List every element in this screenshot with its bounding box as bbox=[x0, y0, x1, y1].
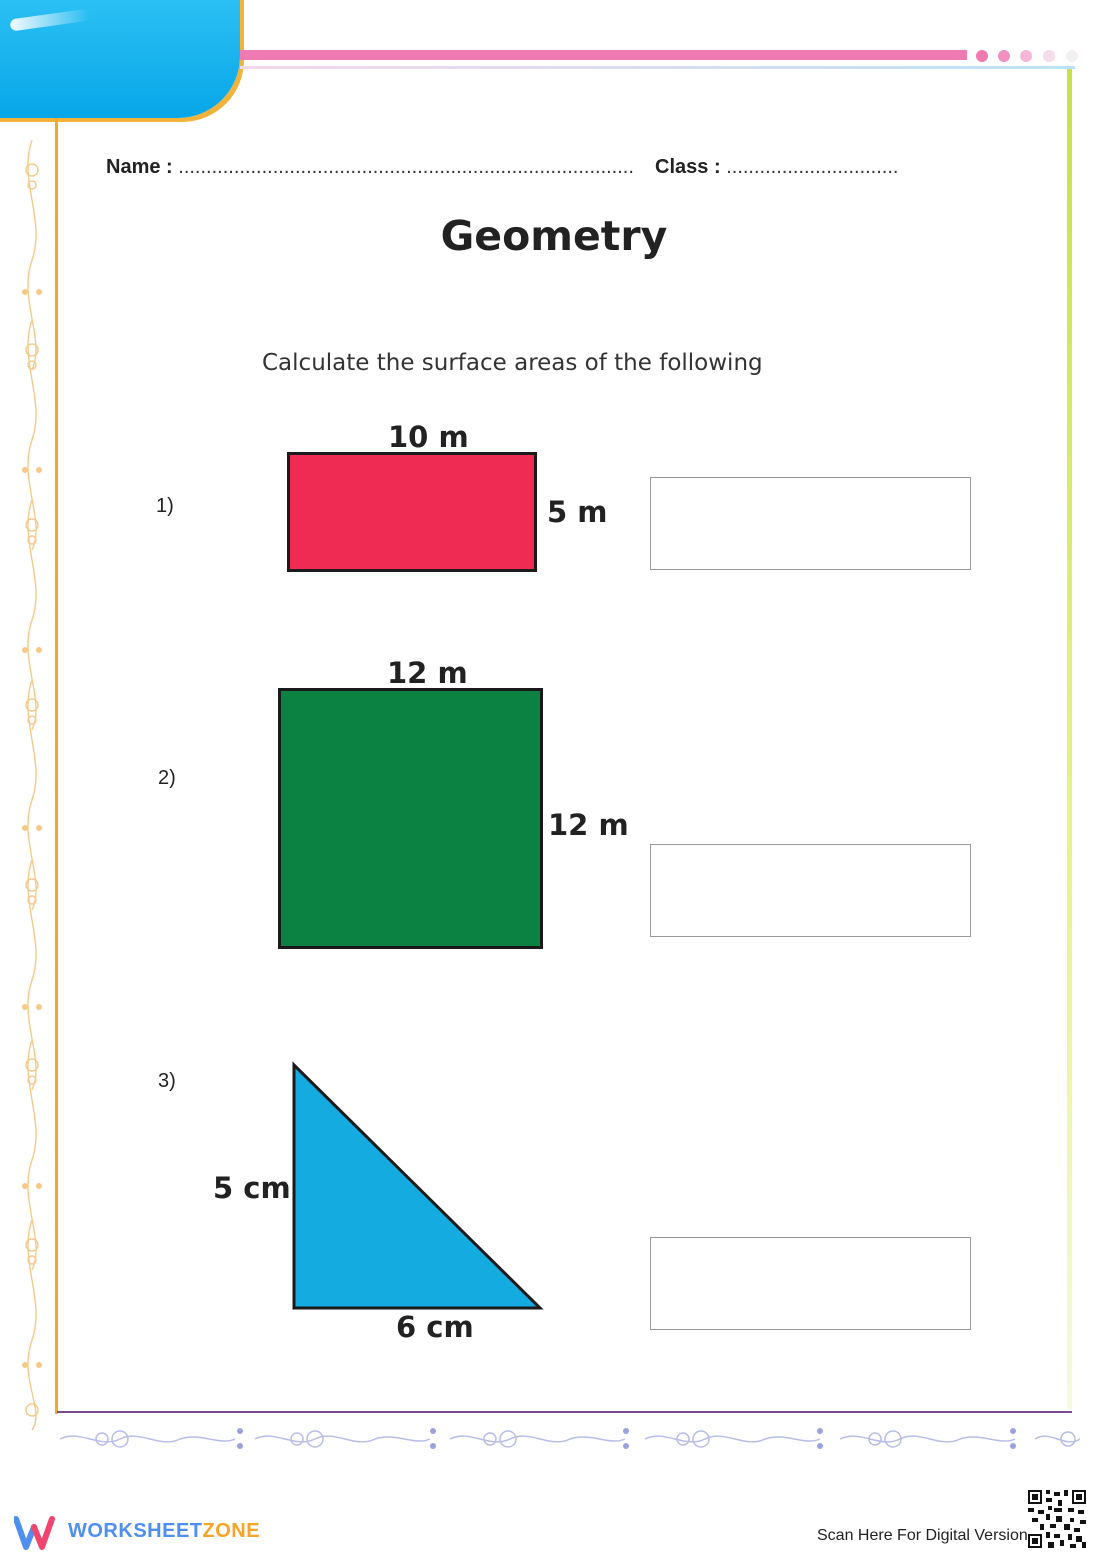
logo-text-part1: WORKSHEET bbox=[68, 1520, 203, 1542]
name-class-line: Name : .................................… bbox=[106, 156, 1011, 186]
page-title: Geometry bbox=[440, 212, 668, 260]
rectangle-shape bbox=[287, 452, 537, 572]
question-number: 2) bbox=[158, 767, 176, 789]
qr-code-icon[interactable] bbox=[1028, 1490, 1086, 1548]
accent-dot bbox=[976, 50, 988, 62]
name-field[interactable]: ........................................… bbox=[178, 156, 634, 178]
rectangle-top-label: 10 m bbox=[388, 420, 469, 454]
top-accent-bar bbox=[240, 50, 967, 60]
class-field[interactable]: ............................... bbox=[726, 156, 899, 178]
logo-text-part2: ZONE bbox=[202, 1520, 261, 1542]
accent-dot bbox=[1020, 50, 1032, 62]
top-thin-line bbox=[240, 66, 1075, 69]
rectangle-side-label: 5 m bbox=[547, 495, 608, 529]
question-number: 1) bbox=[156, 495, 174, 517]
right-border bbox=[1067, 69, 1072, 1409]
left-ornament bbox=[22, 140, 42, 1430]
answer-box-2[interactable] bbox=[650, 844, 971, 937]
triangle-shape bbox=[292, 1061, 544, 1310]
square-side-label: 12 m bbox=[548, 808, 629, 842]
accent-dot bbox=[1066, 50, 1078, 62]
class-label: Class : bbox=[655, 156, 721, 178]
square-top-label: 12 m bbox=[387, 656, 468, 690]
bottom-border bbox=[57, 1411, 1072, 1413]
answer-box-3[interactable] bbox=[650, 1237, 971, 1330]
accent-dot bbox=[998, 50, 1010, 62]
left-border bbox=[55, 118, 58, 1414]
bottom-ornament bbox=[60, 1428, 1080, 1449]
scan-caption: Scan Here For Digital Version bbox=[817, 1527, 1028, 1544]
question-number: 3) bbox=[158, 1070, 176, 1092]
square-shape bbox=[278, 688, 543, 949]
name-label: Name : bbox=[106, 156, 173, 178]
accent-dot bbox=[1043, 50, 1055, 62]
triangle-bottom-label: 6 cm bbox=[396, 1310, 474, 1344]
worksheetzone-logo-icon bbox=[14, 1516, 55, 1550]
worksheetzone-logo[interactable]: WORKSHEETZONE bbox=[68, 1520, 260, 1543]
answer-box-1[interactable] bbox=[650, 477, 971, 570]
triangle-side-label: 5 cm bbox=[213, 1171, 291, 1205]
instruction-text: Calculate the surface areas of the follo… bbox=[262, 350, 763, 376]
